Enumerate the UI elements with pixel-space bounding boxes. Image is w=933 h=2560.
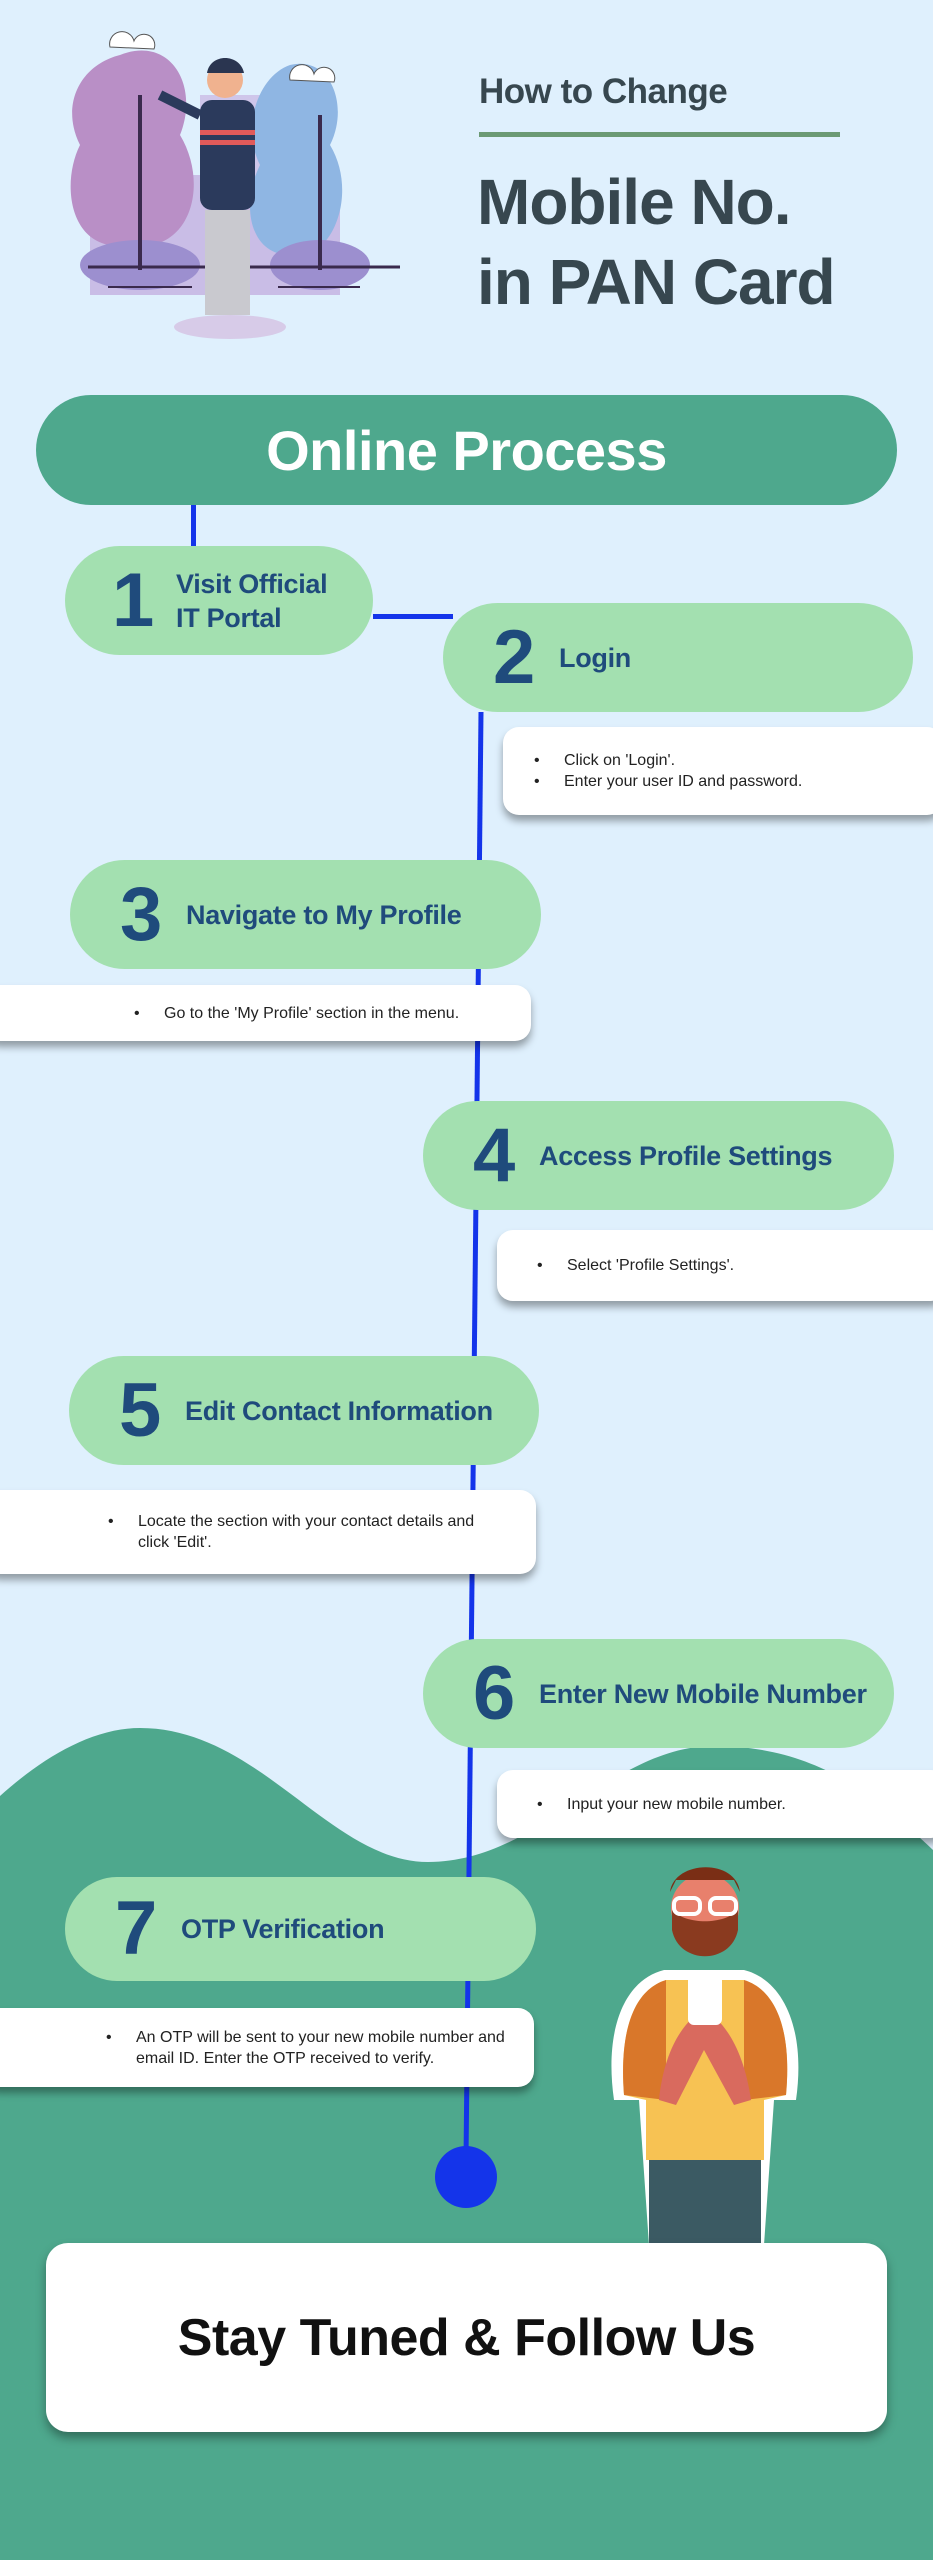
step-title: Navigate to My Profile — [186, 899, 462, 930]
follow-us-banner: Stay Tuned & Follow Us — [46, 2243, 887, 2432]
man-with-phone-illustration — [611, 1867, 799, 2245]
bullet-item: Input your new mobile number. — [537, 1794, 786, 1815]
step-4: 4 Access Profile Settings — [423, 1101, 894, 1210]
bullet-item: Enter your user ID and password. — [534, 771, 802, 792]
step-number: 6 — [473, 1650, 516, 1736]
step-6: 6 Enter New Mobile Number — [423, 1639, 894, 1748]
step-title-line-2: IT Portal — [176, 602, 282, 633]
step-1: 1 Visit Official IT Portal — [65, 546, 373, 655]
page-title: Mobile No. in PAN Card — [477, 162, 836, 322]
bullet-item: An OTP will be sent to your new mobile n… — [106, 2027, 514, 2069]
hero-illustration — [70, 31, 400, 339]
step-5: 5 Edit Contact Information — [69, 1356, 539, 1465]
step-number: 4 — [473, 1112, 516, 1198]
step-number: 5 — [119, 1367, 162, 1453]
bullet-item: Locate the section with your contact det… — [108, 1511, 506, 1553]
bullet-item: Go to the 'My Profile' section in the me… — [134, 1003, 459, 1024]
step-title: Visit Official IT Portal — [176, 567, 328, 635]
timeline-connector — [191, 505, 196, 547]
title-line-1: Mobile No. — [477, 166, 792, 238]
step-title-line-1: Visit Official — [176, 568, 328, 599]
step-title: Enter New Mobile Number — [539, 1678, 867, 1709]
title-divider — [479, 132, 840, 137]
step-2-details: Click on 'Login'. Enter your user ID and… — [503, 727, 933, 815]
step-7-details: An OTP will be sent to your new mobile n… — [0, 2008, 534, 2087]
step-6-details: Input your new mobile number. — [497, 1770, 933, 1838]
step-title: Access Profile Settings — [539, 1140, 833, 1171]
step-number: 7 — [115, 1886, 158, 1971]
step-2: 2 Login — [443, 603, 913, 712]
step-title: Edit Contact Information — [185, 1395, 493, 1426]
step-title: OTP Verification — [181, 1914, 385, 1944]
title-line-2: in PAN Card — [477, 246, 836, 318]
timeline-end-dot — [435, 2146, 497, 2208]
online-process-banner: Online Process — [36, 395, 897, 505]
bullet-item: Click on 'Login'. — [534, 750, 802, 771]
timeline-connector — [373, 614, 453, 619]
step-number: 1 — [112, 557, 155, 643]
subtitle: How to Change — [479, 72, 728, 111]
step-3: 3 Navigate to My Profile — [70, 860, 541, 969]
step-4-details: Select 'Profile Settings'. — [497, 1230, 933, 1301]
step-number: 3 — [120, 871, 163, 957]
step-7: 7 OTP Verification — [65, 1877, 536, 1981]
step-title: Login — [559, 642, 631, 673]
step-number: 2 — [493, 614, 536, 700]
step-3-details: Go to the 'My Profile' section in the me… — [0, 985, 531, 1041]
step-5-details: Locate the section with your contact det… — [0, 1490, 536, 1574]
bullet-item: Select 'Profile Settings'. — [537, 1255, 734, 1276]
